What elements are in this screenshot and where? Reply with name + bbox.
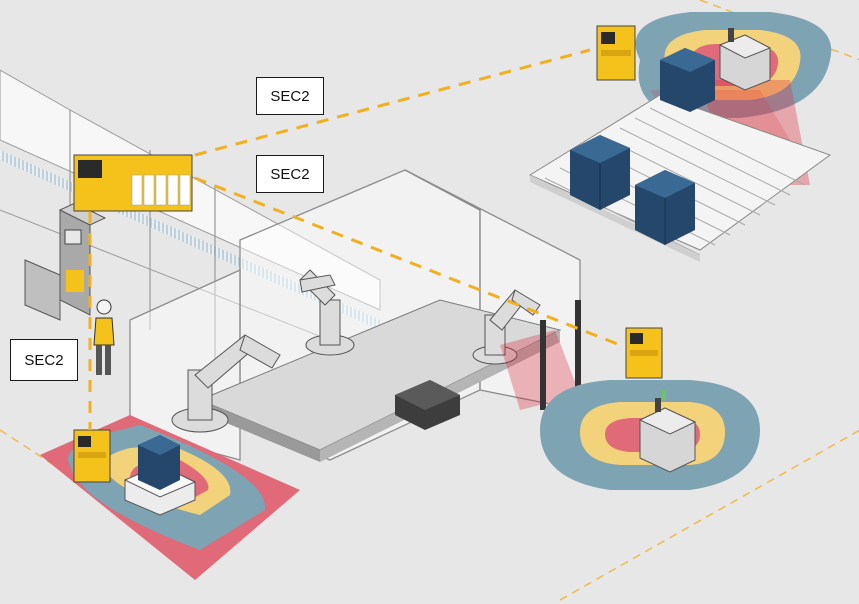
crate-stack-on-agv-top: [660, 48, 715, 112]
robot-arm-left: [171, 334, 281, 433]
safety-controller-main: [73, 154, 193, 212]
light-curtain-right: [500, 300, 581, 410]
worker-icon: [93, 299, 115, 375]
pallet: [395, 380, 460, 430]
crate-stack-1: [570, 135, 630, 210]
sec2-label-left: SEC2: [10, 339, 78, 381]
sec2-label-top: SEC2: [256, 77, 324, 115]
safety-relay-icon: [73, 429, 111, 483]
safety-relay-icon: [596, 25, 636, 81]
robot-arm-center: [299, 269, 355, 356]
safety-relay-icon: [625, 327, 663, 379]
safety-network-links: [88, 48, 621, 430]
control-cabinet: [24, 202, 107, 321]
crate-stack-2: [635, 170, 695, 245]
sec2-label-middle: SEC2: [256, 155, 324, 193]
agv-right: [638, 390, 697, 473]
crate-stack-on-agv-left: [138, 435, 180, 490]
agv-top-right: [718, 28, 772, 91]
robot-arm-right: [472, 289, 541, 365]
